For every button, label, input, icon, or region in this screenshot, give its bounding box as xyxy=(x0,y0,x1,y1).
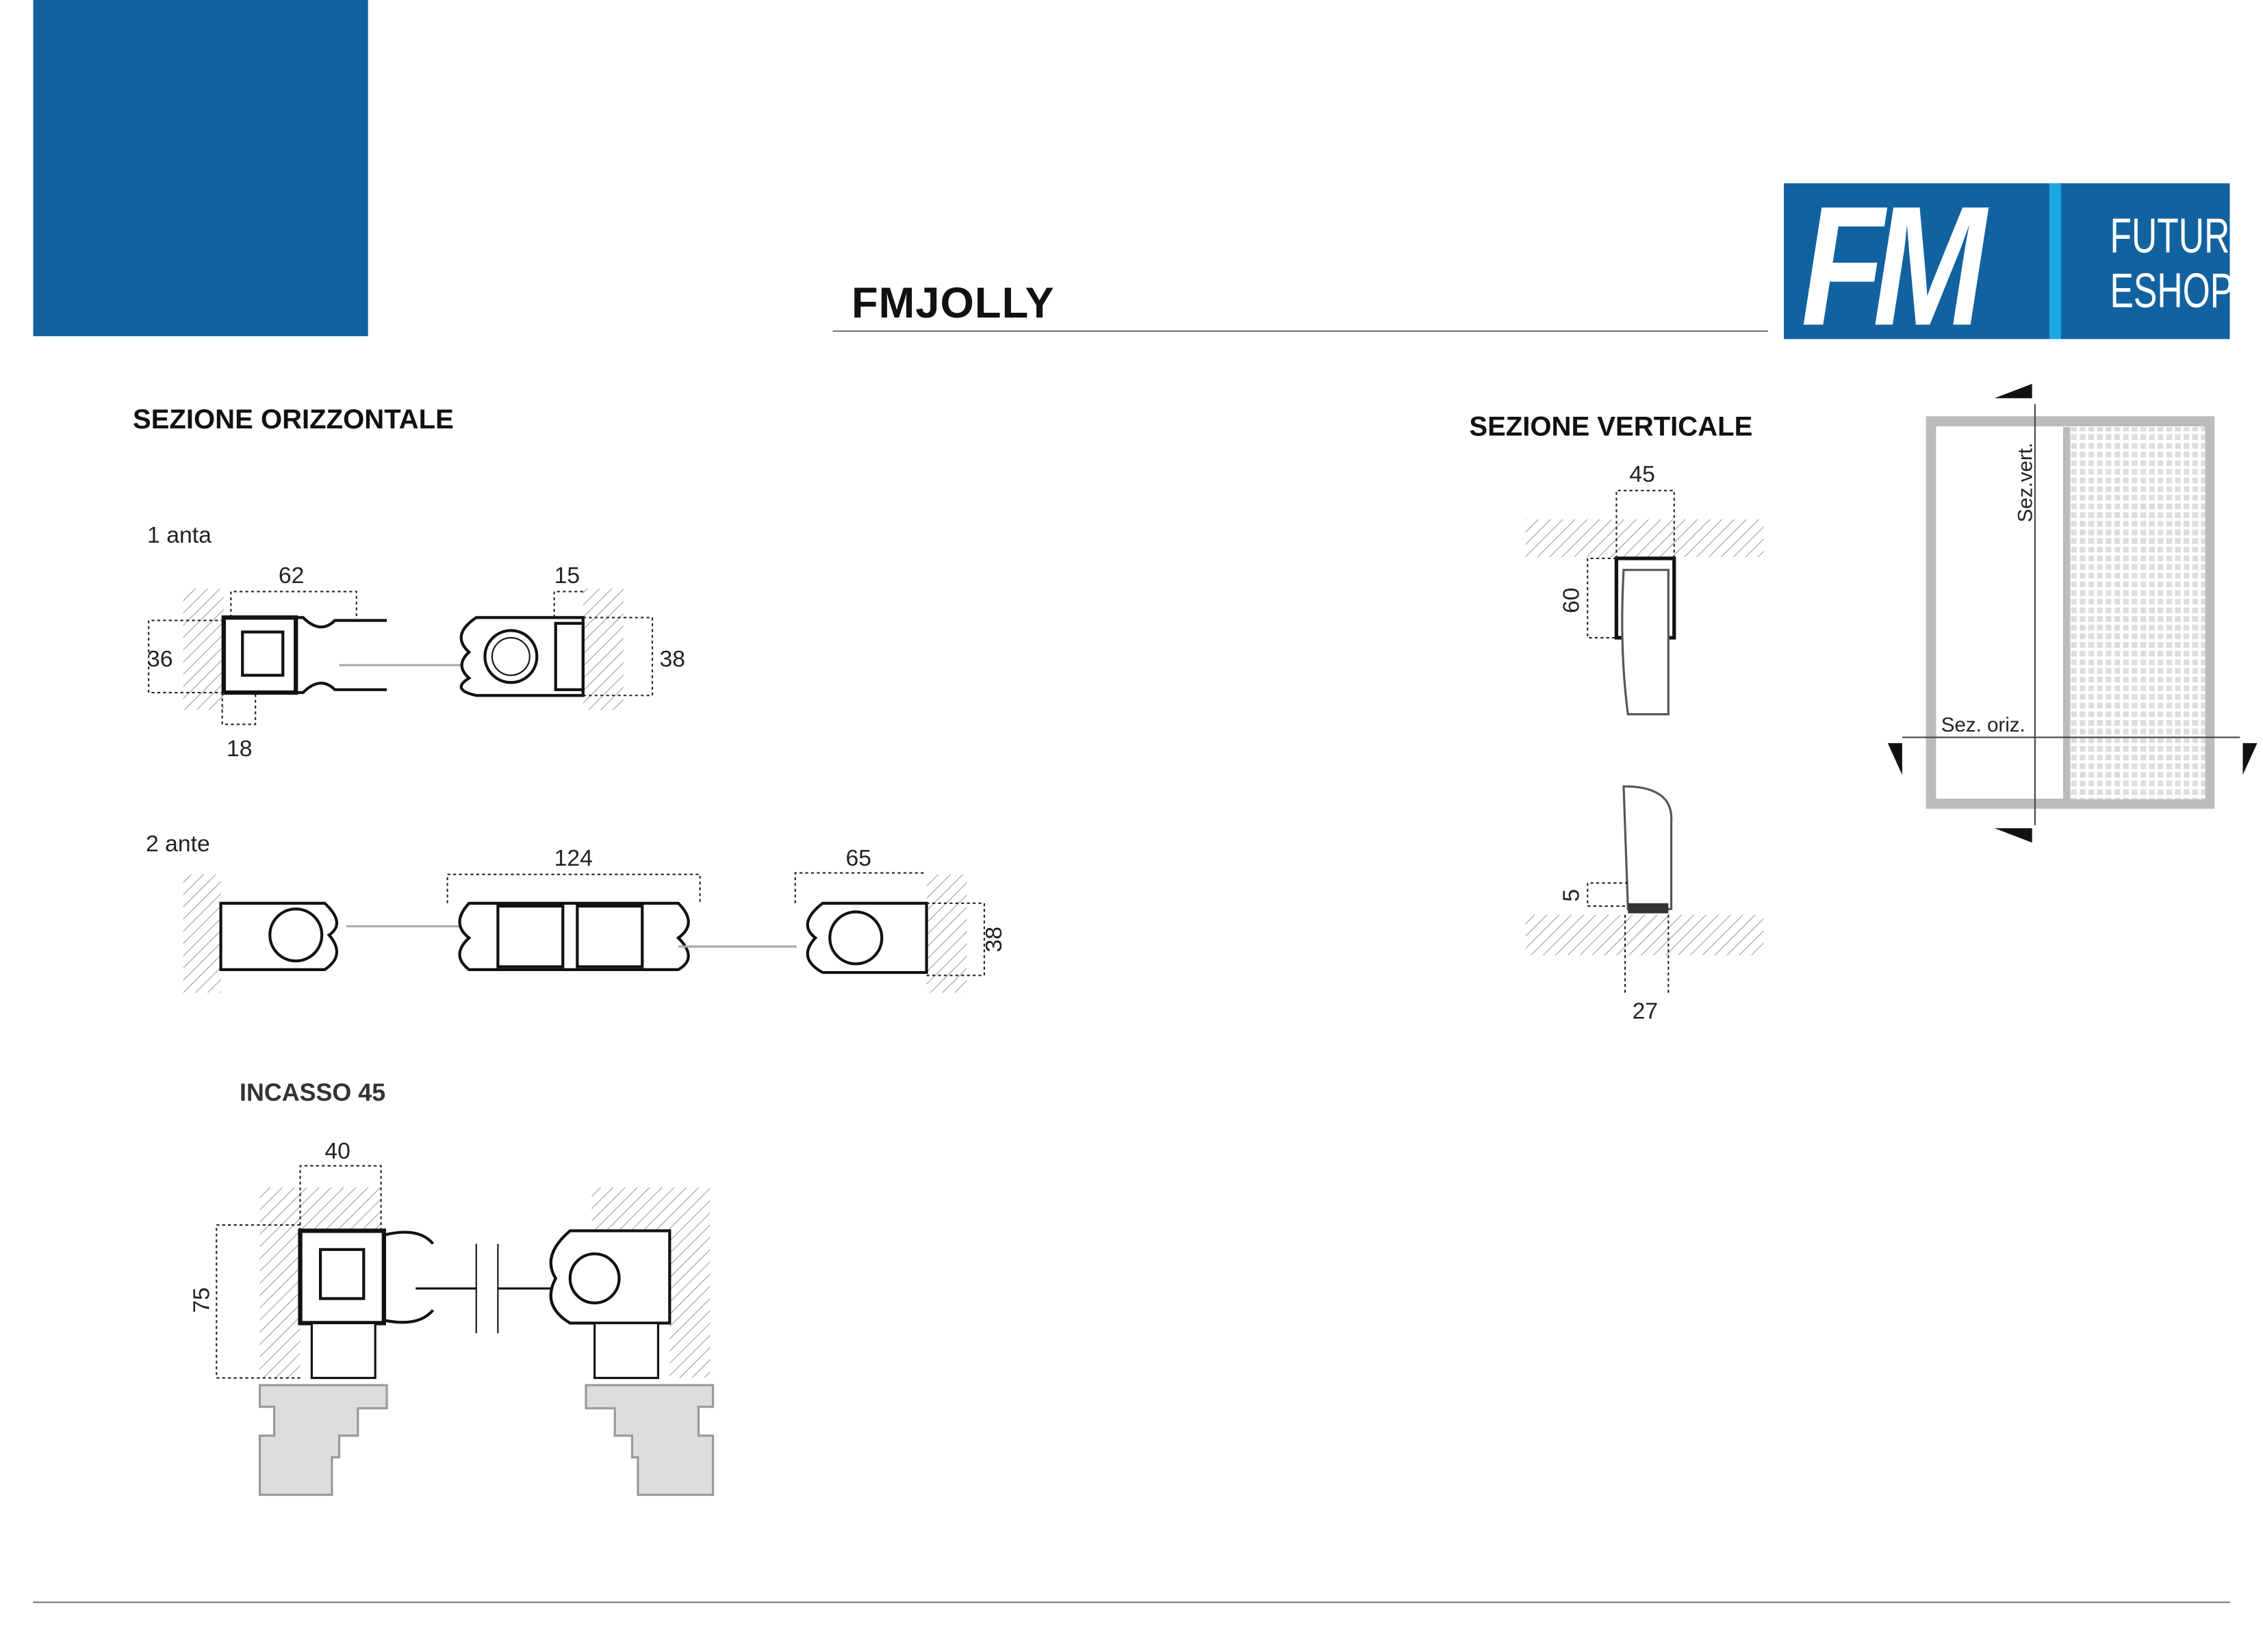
vertical-section-drawing: 45 60 5 27 xyxy=(1525,461,1764,1024)
section-vertical-title: SEZIONE VERTICALE xyxy=(1469,413,1753,443)
dim-60: 60 xyxy=(1559,588,1585,614)
recess-label: INCASSO 45 xyxy=(239,1079,386,1107)
page-title: FMJOLLY xyxy=(851,280,1055,328)
two-leaves-label: 2 ante xyxy=(145,832,210,857)
dim-36: 36 xyxy=(147,646,173,672)
dim-124: 124 xyxy=(554,845,593,871)
logo-line2: ESHOP xyxy=(2110,263,2230,319)
section-arrow-icon xyxy=(1887,743,1902,775)
title-divider xyxy=(832,330,1768,332)
dim-75: 75 xyxy=(189,1287,215,1313)
dim-38b: 38 xyxy=(981,927,1007,953)
key-plan-oriz-label: Sez. oriz. xyxy=(1941,714,2025,736)
dim-65: 65 xyxy=(846,845,872,871)
section-horizontal-title: SEZIONE ORIZZONTALE xyxy=(132,405,454,436)
recess-drawing: 40 75 xyxy=(189,1138,715,1496)
section-arrow-icon xyxy=(1994,828,2032,843)
key-plan: Sez.vert. Sez. oriz. xyxy=(1887,383,2258,843)
dim-38: 38 xyxy=(660,646,686,672)
dim-18: 18 xyxy=(227,736,253,762)
dim-40: 40 xyxy=(324,1138,350,1164)
dim-5: 5 xyxy=(1559,889,1585,902)
dim-45: 45 xyxy=(1629,461,1655,487)
footer-divider xyxy=(33,1601,2230,1603)
logo-mark: FM xyxy=(1801,183,1986,339)
one-leaf-drawing: 62 15 36 38 18 xyxy=(147,563,685,762)
logo: FM FUTUR ESHOP xyxy=(1783,183,2230,339)
one-leaf-label: 1 anta xyxy=(147,524,212,549)
logo-door-icon xyxy=(2049,183,2061,339)
dim-27: 27 xyxy=(1633,998,1659,1024)
two-leaves-drawing: 124 65 38 xyxy=(183,845,1007,993)
dim-62: 62 xyxy=(279,563,305,589)
key-plan-vert-label: Sez.vert. xyxy=(2015,443,2037,522)
dim-15: 15 xyxy=(554,563,580,589)
section-arrow-icon xyxy=(1994,383,2032,398)
logo-line1: FUTUR xyxy=(2110,209,2230,264)
section-arrow-icon xyxy=(2242,743,2258,775)
brand-color-block xyxy=(33,0,368,337)
